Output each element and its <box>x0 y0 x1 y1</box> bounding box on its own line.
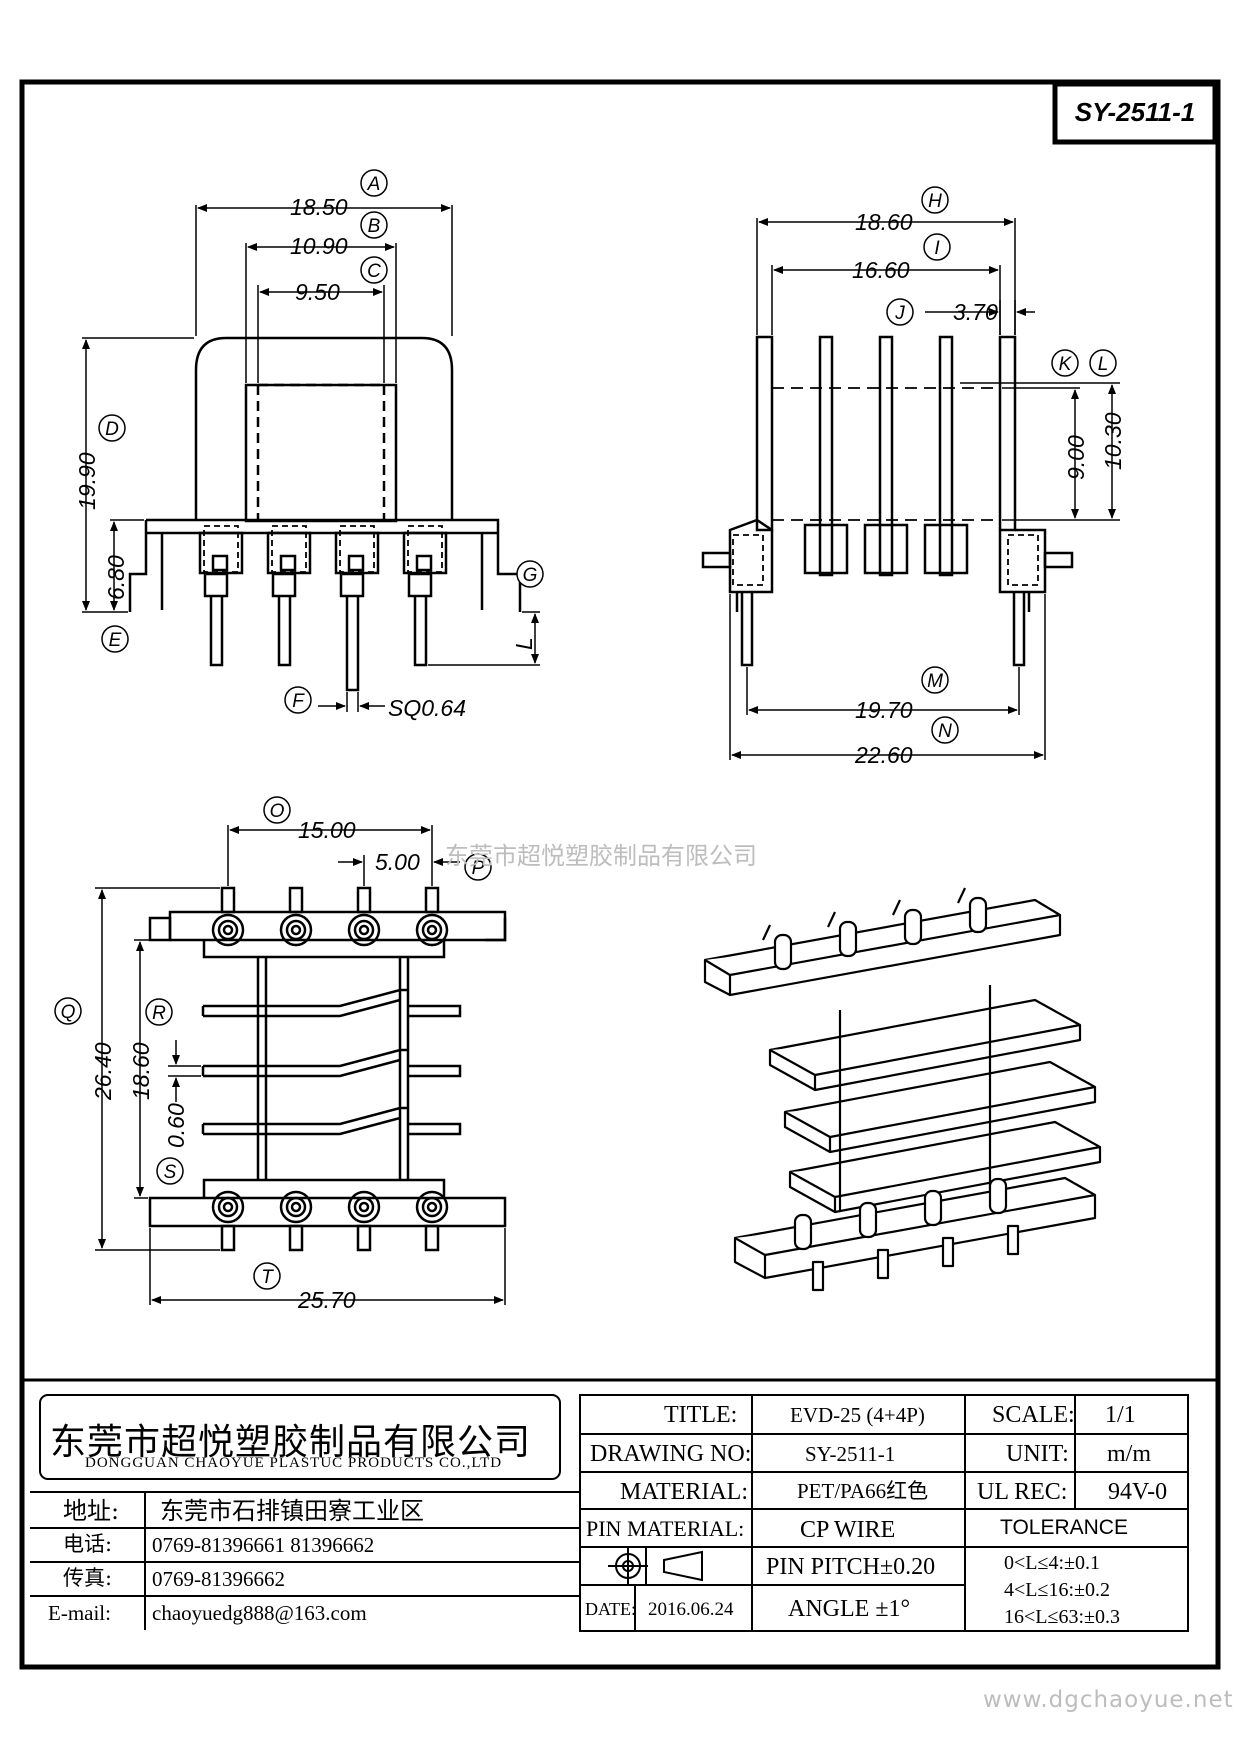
label-K: K <box>1059 354 1073 375</box>
dim-pin: SQ0.64 <box>388 695 466 721</box>
dim-A: 18.50 <box>290 194 348 220</box>
label-L: L <box>1098 354 1109 375</box>
tolerance-row-2: 4<L≤16:±0.2 <box>1004 1579 1111 1601</box>
dim-O: 15.00 <box>298 817 356 843</box>
label-D: D <box>105 419 119 440</box>
unit-value: m/m <box>1107 1441 1152 1467</box>
label-I: I <box>934 238 940 259</box>
drawing-id-box <box>1052 81 1218 145</box>
dim-E: 6.80 <box>103 555 129 600</box>
material-value: PET/PA66红色 <box>797 1479 929 1503</box>
label-O: O <box>270 801 285 822</box>
isometric-view <box>703 887 1102 1292</box>
label-T: T <box>261 1267 274 1288</box>
phone-value: 0769-81396661 81396662 <box>152 1533 375 1557</box>
dim-C: 9.50 <box>295 279 340 305</box>
dim-M: 19.70 <box>855 697 913 723</box>
dim-B: 10.90 <box>290 233 348 259</box>
pin-pitch: PIN PITCH±0.20 <box>766 1554 936 1580</box>
watermark-bottom: www.dgchaoyue.net <box>983 1687 1234 1713</box>
address-value: 东莞市石排镇田寮工业区 <box>160 1497 424 1525</box>
front-view <box>128 336 522 692</box>
label-E: E <box>109 630 122 651</box>
company-name-cn: 东莞市超悦塑胶制品有限公司 <box>50 1422 532 1463</box>
unit-label: UNIT: <box>1006 1441 1069 1467</box>
drawing-no-value: SY-2511-1 <box>805 1442 896 1466</box>
title-value: EVD-25 (4+4P) <box>790 1403 925 1427</box>
dim-H: 18.60 <box>855 209 913 235</box>
label-F: F <box>292 691 305 712</box>
drawing-id: SY-2511-1 <box>1075 97 1195 127</box>
sheet-border <box>19 79 1221 1670</box>
label-J: J <box>894 303 905 324</box>
address-label: 地址: <box>63 1497 120 1525</box>
dim-T: 25.70 <box>297 1287 356 1313</box>
dim-D: 19.90 <box>74 452 100 510</box>
dim-L2: 10.30 <box>1100 412 1126 470</box>
title-label: TITLE: <box>664 1402 738 1428</box>
pin-material-label: PIN MATERIAL: <box>586 1516 745 1541</box>
dim-N: 22.60 <box>854 742 913 768</box>
company-name-en: DONGGUAN CHAOYUE PLASTUC PRODUCTS CO.,LT… <box>85 1455 503 1471</box>
side-view <box>701 335 1074 667</box>
drawing-no-label: DRAWING NO: <box>590 1441 752 1467</box>
label-Q: Q <box>61 1002 76 1023</box>
angle: ANGLE ±1° <box>788 1596 911 1622</box>
scale-value: 1/1 <box>1105 1402 1136 1428</box>
fax-label: 传真: <box>63 1566 113 1590</box>
title-block-grid <box>22 1378 1218 1632</box>
watermark-center: 东莞市超悦塑胶制品有限公司 <box>445 842 757 870</box>
email-label: E-mail: <box>48 1601 111 1625</box>
scale-label: SCALE: <box>992 1402 1075 1428</box>
label-R: R <box>152 1003 166 1024</box>
dim-P: 5.00 <box>375 849 420 875</box>
label-B: B <box>368 216 381 237</box>
material-label: MATERIAL: <box>620 1479 748 1505</box>
label-G: G <box>523 565 538 586</box>
dim-L: L <box>511 637 537 650</box>
dim-S: 0.60 <box>163 1103 189 1148</box>
date-value: 2016.06.24 <box>648 1599 734 1620</box>
dim-Q: 26.40 <box>90 1042 116 1101</box>
projection-symbol <box>608 1548 703 1584</box>
dim-J: 3.70 <box>953 299 998 325</box>
dim-R: 18.60 <box>128 1042 154 1100</box>
tolerance-row-1: 0<L≤4:±0.1 <box>1004 1552 1101 1574</box>
ul-label: UL REC: <box>977 1479 1068 1505</box>
label-H: H <box>928 191 942 212</box>
dim-I: 16.60 <box>852 257 910 283</box>
label-S: S <box>164 1162 177 1183</box>
dim-K: 9.00 <box>1063 435 1089 480</box>
phone-label: 电话: <box>63 1532 113 1556</box>
label-N: N <box>938 721 952 742</box>
bottom-view <box>148 886 507 1252</box>
tolerance-row-3: 16<L≤63:±0.3 <box>1004 1606 1121 1628</box>
label-C: C <box>367 261 381 282</box>
pin-material-value: CP WIRE <box>800 1517 896 1543</box>
label-A: A <box>367 174 381 195</box>
label-M: M <box>927 671 943 692</box>
email-value: chaoyuedg888@163.com <box>152 1601 367 1625</box>
label-P: P <box>472 858 485 879</box>
tolerance-label: TOLERANCE <box>1000 1516 1128 1539</box>
fax-value: 0769-81396662 <box>152 1567 285 1591</box>
ul-value: 94V-0 <box>1108 1479 1168 1505</box>
date-label: DATE: <box>585 1599 636 1619</box>
